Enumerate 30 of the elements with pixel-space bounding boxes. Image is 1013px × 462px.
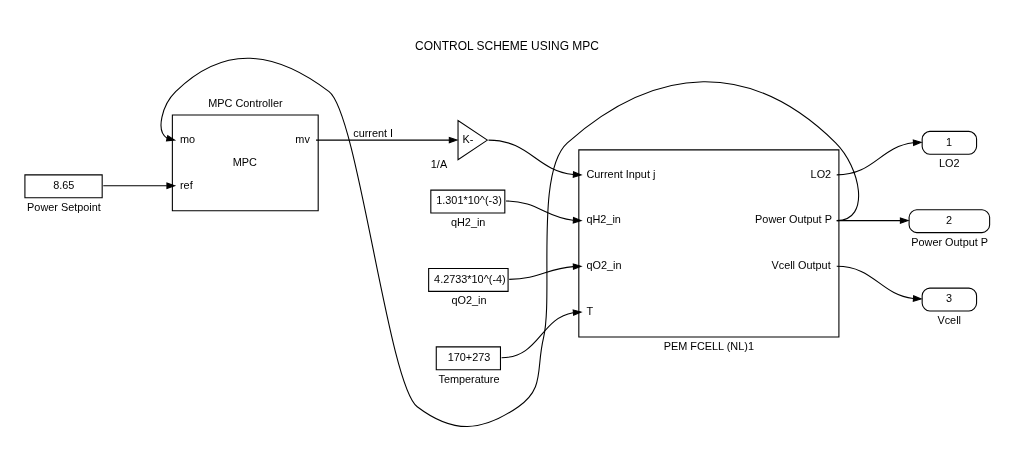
diagram-title: CONTROL SCHEME USING MPC <box>414 38 599 53</box>
arrow <box>500 308 583 358</box>
node-label: Power Setpoint <box>26 200 101 213</box>
arrow <box>102 181 176 189</box>
node-box: 2 <box>908 208 990 233</box>
node-box: 4.2733*10^(-4) <box>427 267 509 292</box>
node-box: 170+273 <box>435 345 501 370</box>
node-label: qH2_in <box>450 215 485 228</box>
node-label: PEM FCELL (NL)1 <box>663 339 754 352</box>
node-box: mo MPC mv ref <box>171 114 319 211</box>
node-label: Vcell <box>936 313 961 326</box>
arrow <box>508 262 583 280</box>
arrow <box>835 216 910 224</box>
node-label: LO2 <box>938 156 960 169</box>
node-label: Temperature <box>437 372 499 385</box>
arrow <box>835 265 923 302</box>
node-box: 8.65 <box>23 173 103 198</box>
arrow <box>487 139 583 178</box>
node-box: 1 <box>921 130 977 155</box>
node-label: qO2_in <box>451 293 487 306</box>
node-box: Current Input j LO2 qH2_in Power Output P qO2_in Vcell Output T <box>577 148 839 338</box>
edge-label: current I <box>352 126 393 139</box>
arrow <box>314 136 459 143</box>
node-label: 1/A <box>430 157 447 170</box>
arrow <box>835 138 923 175</box>
node-label: MPC Controller <box>207 96 283 109</box>
arrow <box>504 199 583 224</box>
node-label: Power Output P <box>910 235 988 248</box>
node-box: 3 <box>921 287 977 311</box>
node-box: 1.301*10^(-3) <box>429 189 505 214</box>
